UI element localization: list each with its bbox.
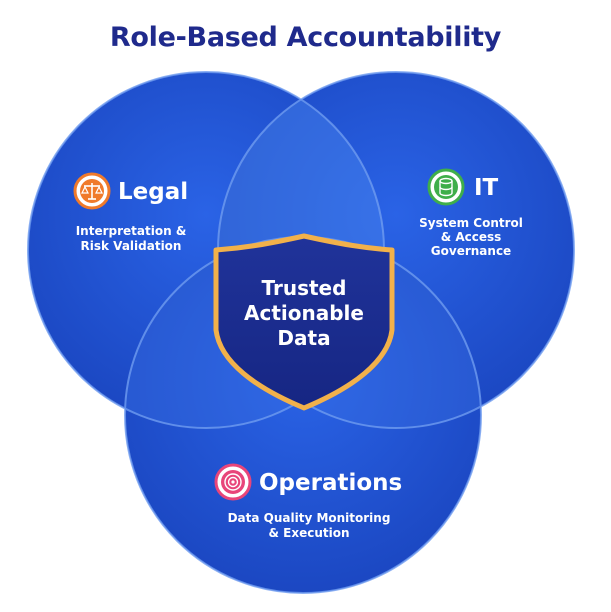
database-icon: [427, 168, 465, 206]
it-desc-line-2: & Access: [441, 230, 502, 244]
operations-label: Operations Data Quality Monitoring & Exe…: [214, 463, 402, 540]
it-label: IT System Control & Access Governance: [419, 168, 523, 258]
operations-desc-line-1: Data Quality Monitoring: [228, 511, 391, 525]
operations-desc-line-2: & Execution: [268, 526, 349, 540]
center-line-3: Data: [277, 326, 330, 350]
center-shield: Trusted Actionable Data: [213, 233, 395, 411]
diagram-title: Role-Based Accountability: [109, 22, 502, 53]
it-title: IT: [474, 175, 499, 201]
legal-title: Legal: [118, 179, 188, 205]
operations-title: Operations: [259, 470, 402, 496]
legal-label: Legal Interpretation & Risk Validation: [73, 172, 188, 253]
scales-icon: [73, 172, 111, 210]
center-line-2: Actionable: [244, 301, 364, 325]
target-icon: [214, 463, 252, 501]
legal-desc-line-2: Risk Validation: [81, 239, 182, 253]
legal-desc-line-1: Interpretation &: [76, 224, 187, 238]
it-desc-line-1: System Control: [419, 216, 523, 230]
it-desc-line-3: Governance: [431, 244, 511, 258]
center-line-1: Trusted: [262, 276, 347, 300]
